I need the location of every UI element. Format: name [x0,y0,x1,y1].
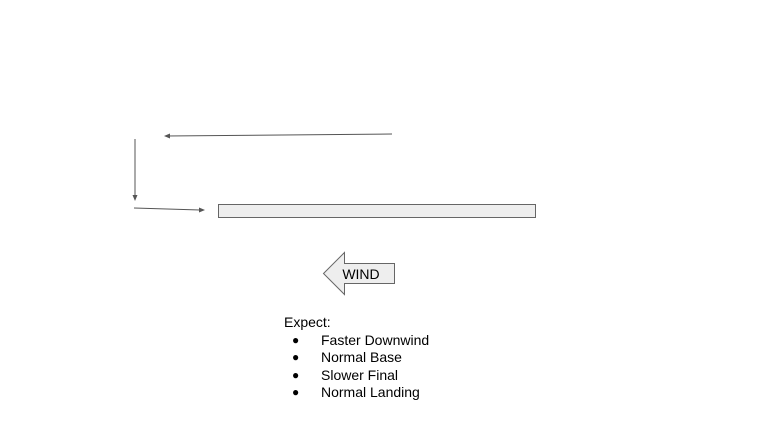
runway [218,204,536,218]
list-item-text: Slower Final [321,366,399,383]
downwind-arrowhead [164,133,170,139]
list-item-text: Normal Landing [321,384,420,400]
wind-arrow-icon [322,251,395,296]
list-item-text: Normal Base [321,349,402,365]
wind-label: WIND [342,266,380,282]
bullet-icon: ● [292,385,300,399]
expectations-block: Expect: ● Faster Downwind ● Normal Base … [284,314,524,402]
list-item: ● Normal Landing [284,384,524,402]
base-arrowhead [132,195,138,201]
final-leg-line [133,207,201,211]
bullet-icon: ● [292,367,300,382]
final-arrowhead [199,207,205,213]
expectations-list: ● Faster Downwind ● Normal Base ● Slower… [284,332,524,402]
list-item: ● Slower Final [284,367,524,385]
list-item: ● Faster Downwind [284,332,524,350]
list-item: ● Normal Base [284,349,524,367]
downwind-leg-line [165,133,393,137]
bullet-icon: ● [292,350,300,364]
list-item-text: Faster Downwind [321,331,430,348]
bullet-icon: ● [292,332,300,347]
expectations-title: Expect: [284,314,331,330]
